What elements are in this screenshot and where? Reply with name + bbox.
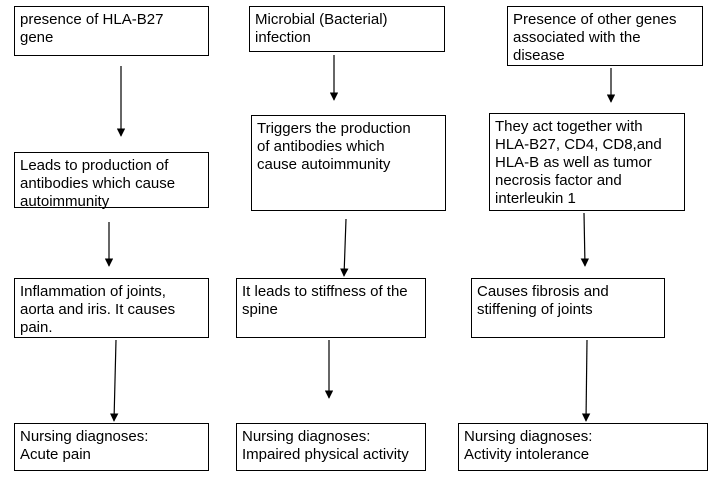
box-microbial-infection: Microbial (Bacterial) infection	[249, 6, 445, 52]
box-inflammation: Inflammation of joints, aorta and iris. …	[14, 278, 209, 338]
box-fibrosis: Causes fibrosis and stiffening of joints	[471, 278, 665, 338]
arrow-c3-2	[580, 212, 590, 267]
arrow-c3-3	[581, 339, 591, 422]
box-other-genes: Presence of other genes associated with …	[507, 6, 703, 66]
box-act-together: They act together with HLA-B27, CD4, CD8…	[489, 113, 685, 211]
box-nursing-acute-pain: Nursing diagnoses: Acute pain	[14, 423, 209, 471]
arrow-c2-2	[340, 218, 349, 277]
box-spine-stiffness: It leads to stiffness of the spine	[236, 278, 426, 338]
box-nursing-impaired-activity: Nursing diagnoses: Impaired physical act…	[236, 423, 426, 471]
box-antibody-production: Leads to production of antibodies which …	[14, 152, 209, 210]
box-triggers-antibodies: Triggers the production of antibodies wh…	[251, 115, 446, 211]
arrow-c1-3	[109, 339, 119, 422]
box-hla-b27: presence of HLA-B27 gene	[14, 6, 209, 56]
box-nursing-activity-intolerance: Nursing diagnoses: Activity intolerance	[458, 423, 708, 471]
